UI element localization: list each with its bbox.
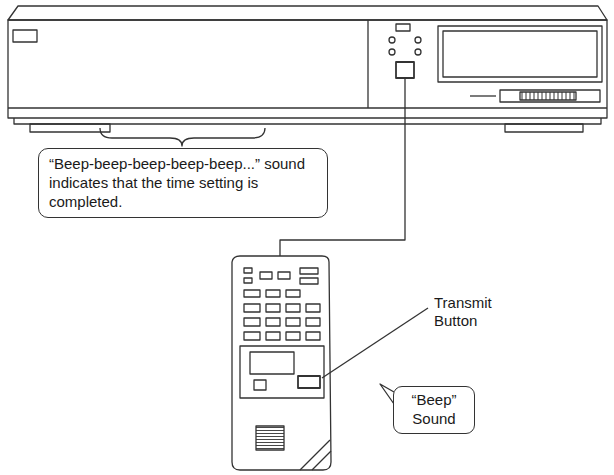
speech-bubble: “Beep” Sound xyxy=(393,386,475,434)
callout-text: “Beep-beep-beep-beep-beep...” sound indi… xyxy=(49,155,317,211)
brace xyxy=(100,128,265,146)
vcr-body xyxy=(8,6,607,132)
bubble-tail xyxy=(380,384,394,404)
leader-line xyxy=(322,308,428,378)
part-label: Transmit Button xyxy=(432,294,512,330)
callout-text: “Beep” Sound xyxy=(398,391,470,429)
callout-bubble: “Beep-beep-beep-beep-beep...” sound indi… xyxy=(38,148,328,218)
remote-control xyxy=(232,256,331,470)
